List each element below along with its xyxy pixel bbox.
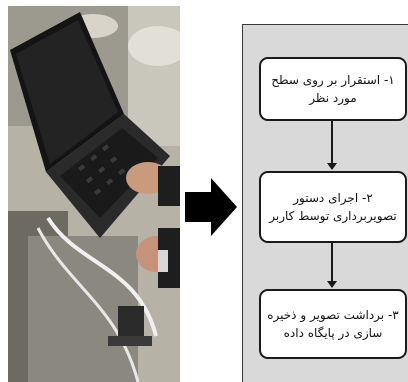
step-3-label: ۳- برداشت تصویر و ذخیره سازی در پایگاه د… xyxy=(267,308,399,340)
arrowhead-down-icon xyxy=(327,163,337,170)
right-arrow-icon xyxy=(185,178,237,236)
connector-line-2 xyxy=(331,243,333,283)
arrowhead-down-icon xyxy=(327,281,337,288)
flowchart-step-1: ۱- استقرار بر روی سطح مورد نظر xyxy=(259,57,407,121)
flowchart-step-3: ۳- برداشت تصویر و ذخیره سازی در پایگاه د… xyxy=(259,289,407,359)
laptop-usage-photo xyxy=(8,6,180,382)
connector-line-1 xyxy=(331,121,333,165)
step-2-label: ۲- اجرای دستور تصویربرداری توسط کاربر xyxy=(269,191,397,223)
step-1-label: ۱- استقرار بر روی سطح مورد نظر xyxy=(271,73,395,105)
flowchart-step-2: ۲- اجرای دستور تصویربرداری توسط کاربر xyxy=(259,171,407,243)
flowchart-panel: ۱- استقرار بر روی سطح مورد نظر ۲- اجرای … xyxy=(242,24,408,382)
